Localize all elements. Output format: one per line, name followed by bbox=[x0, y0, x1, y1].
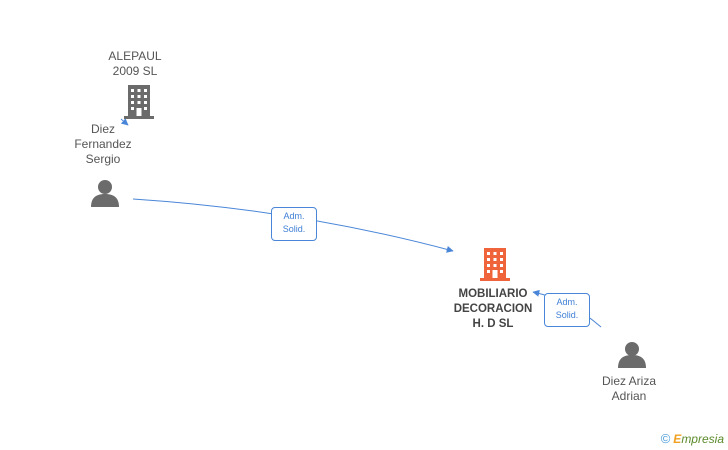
brand-name: mpresia bbox=[681, 432, 724, 446]
edge-fernandez-to-alepaul bbox=[120, 118, 129, 126]
mobiliario-label[interactable]: MOBILIARIO DECORACION H. D SL bbox=[453, 288, 533, 330]
person-icon[interactable] bbox=[91, 180, 119, 207]
edge-label-ariza-role: Adm. Solid. bbox=[544, 293, 590, 327]
brand-e-letter: E bbox=[673, 432, 682, 446]
copyright-icon: © bbox=[660, 431, 671, 446]
person-icon[interactable] bbox=[618, 342, 646, 368]
diez-fernandez-label[interactable]: Diez Fernandez Sergio bbox=[74, 122, 132, 166]
building-icon[interactable] bbox=[480, 248, 510, 281]
alepaul-label[interactable]: ALEPAUL 2009 SL bbox=[108, 49, 162, 78]
edge-label-fernandez-role: Adm. Solid. bbox=[271, 207, 317, 241]
building-icon[interactable] bbox=[124, 85, 154, 119]
diez-ariza-label[interactable]: Diez Ariza Adrian bbox=[601, 374, 657, 403]
watermark: ©Empresia bbox=[661, 431, 724, 446]
